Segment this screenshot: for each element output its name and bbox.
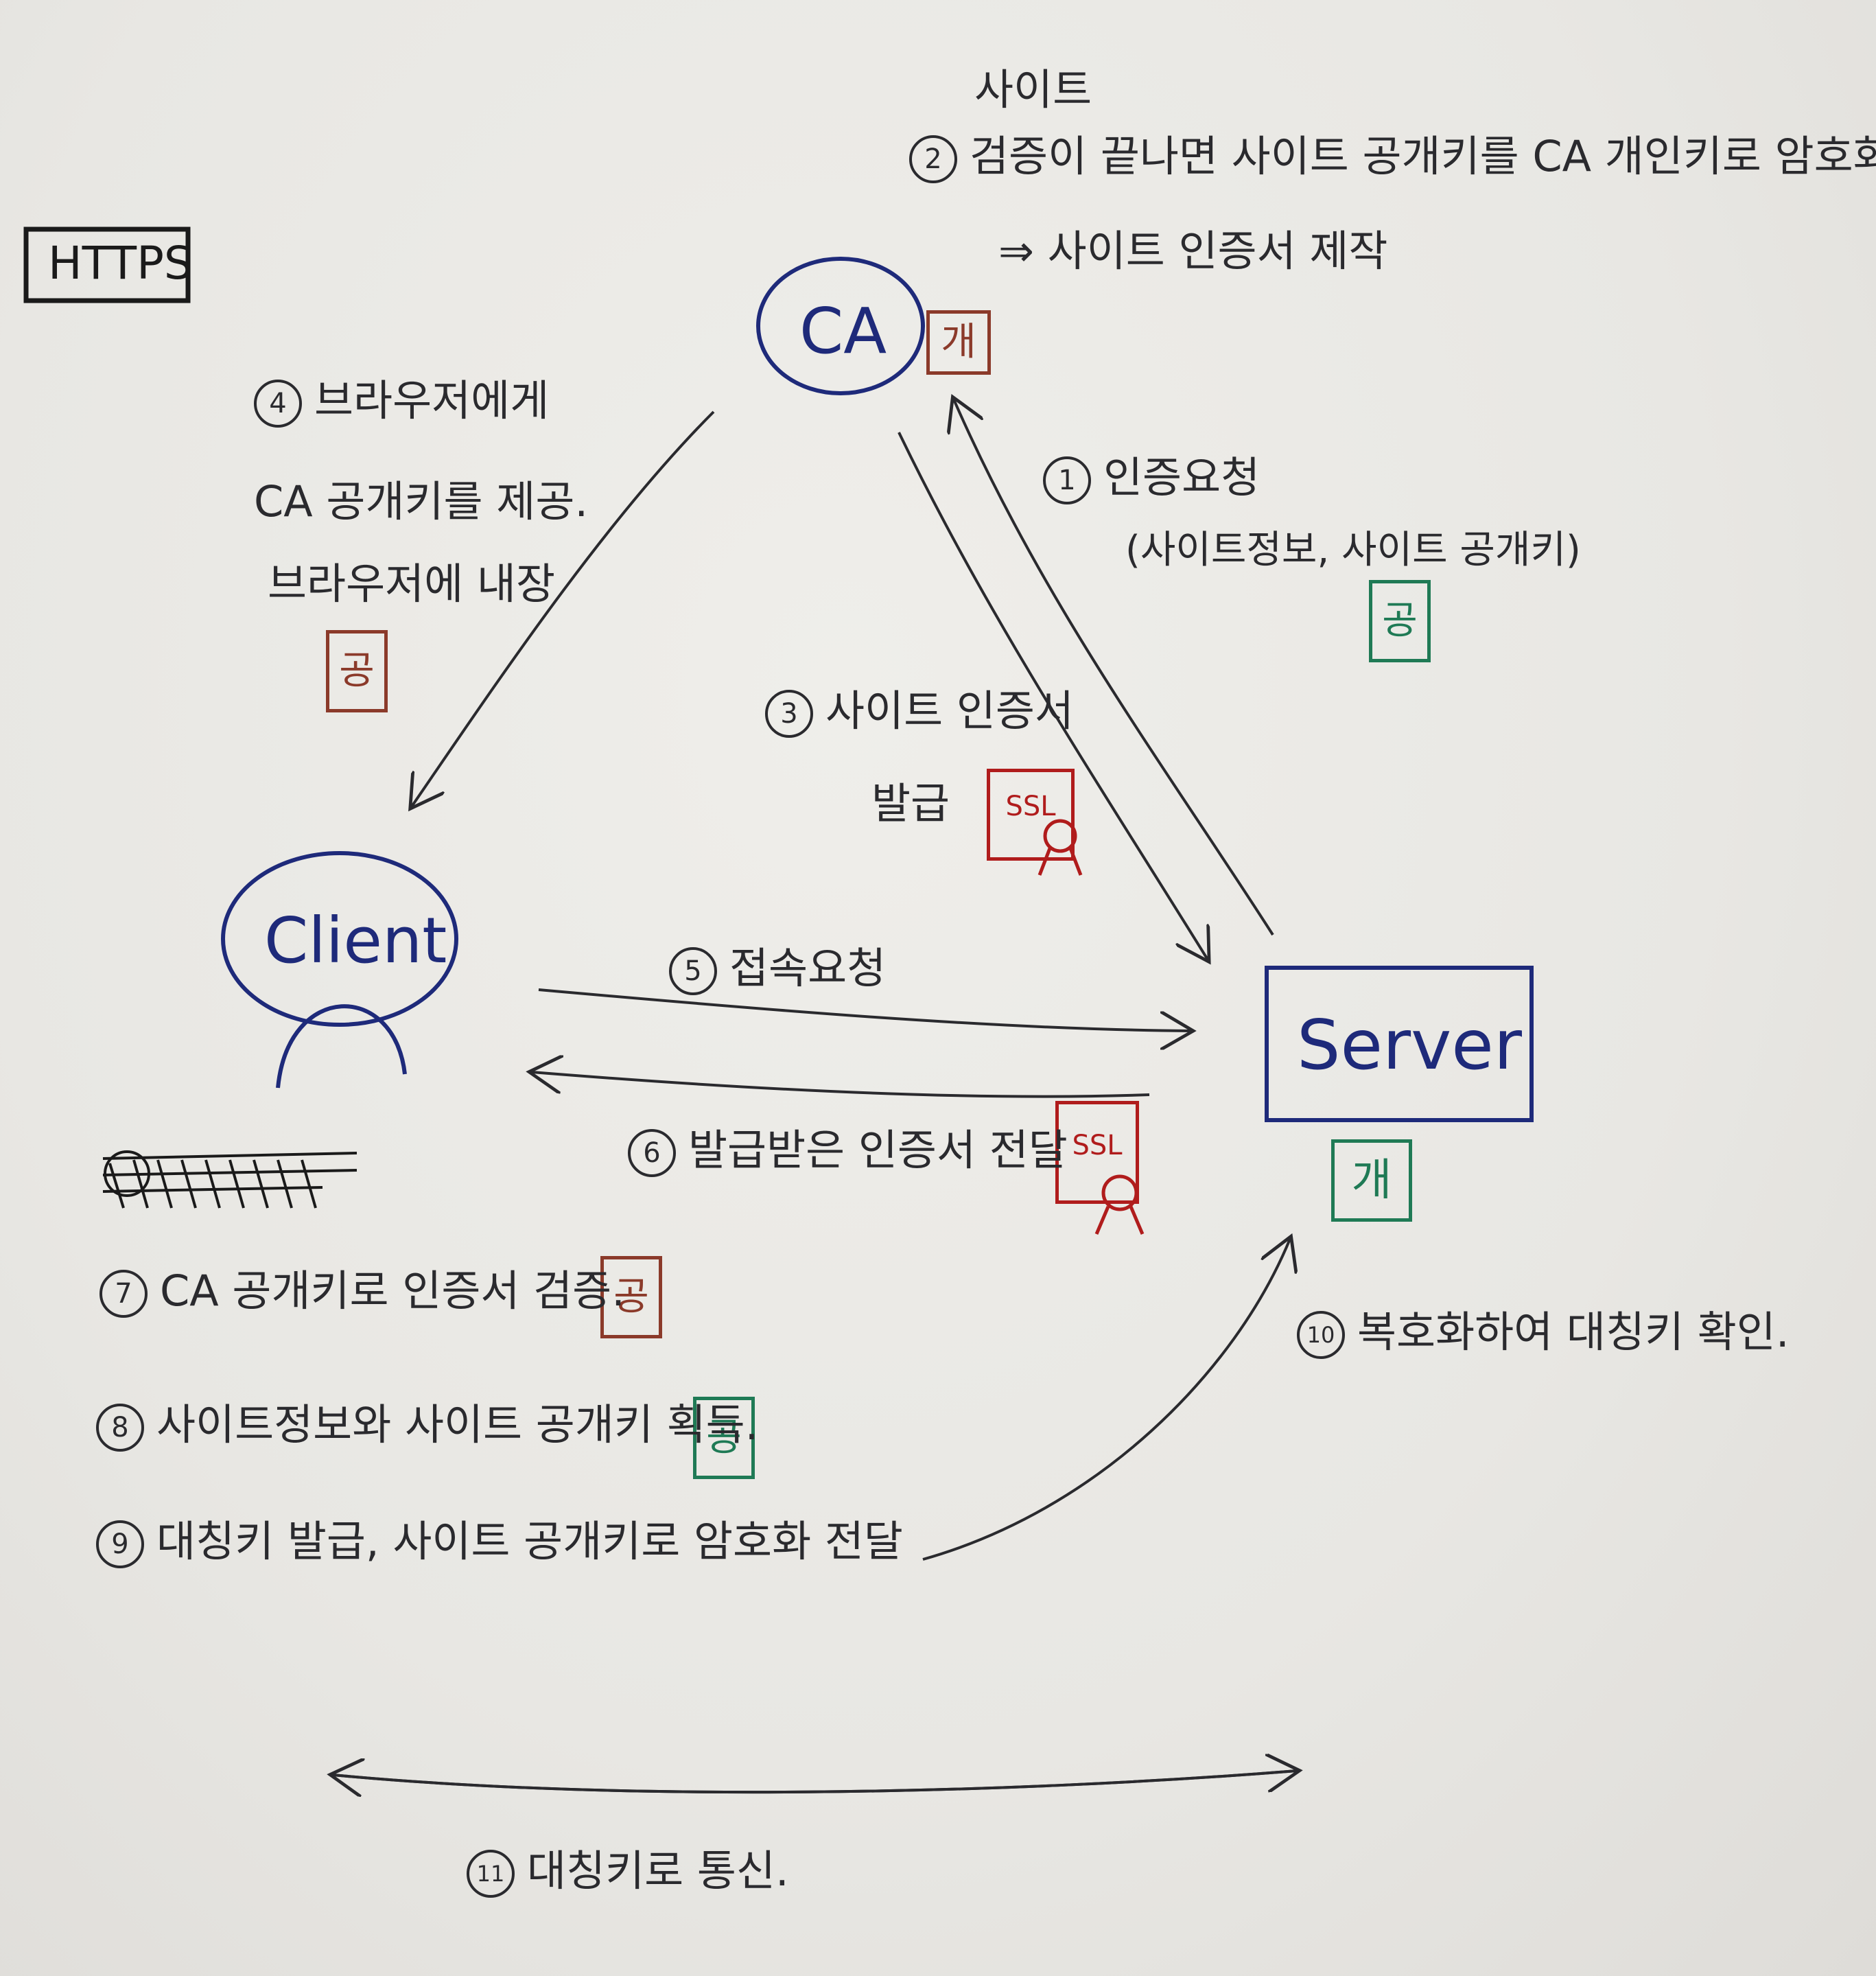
step4-public-key-box: 공: [326, 630, 388, 712]
step4-number: 4: [254, 379, 302, 428]
step6-label: 발급받은 인증서 전달: [688, 1125, 1068, 1175]
step1-number: 1: [1043, 456, 1091, 504]
ca-label: CA: [799, 294, 887, 368]
step2-top-label: 사이트: [974, 65, 1092, 115]
step8-label: 사이트정보와 사이트 공개키 획득.: [156, 1399, 759, 1450]
arrow-ca-to-client: [412, 410, 715, 806]
client-ellipse: [221, 851, 458, 1027]
step10-number: 10: [1297, 1310, 1345, 1359]
step2-line2: ⇒ 사이트 인증서 제작: [998, 226, 1388, 276]
arrow-server-to-client: [532, 1072, 1150, 1098]
step7-number: 7: [99, 1269, 148, 1318]
step4-line3: 브라우저에 내장: [268, 559, 555, 609]
step3-number: 3: [765, 689, 813, 738]
ca-private-key-box: 개: [926, 310, 991, 375]
ssl-certificate-step3: SSL: [987, 769, 1075, 861]
server-private-key-box: 개: [1331, 1139, 1412, 1222]
ssl-certificate-step6: SSL: [1055, 1101, 1139, 1204]
step5-label: 접속요청: [729, 943, 887, 993]
step5-number: 5: [669, 946, 717, 995]
step8-number: 8: [96, 1403, 144, 1452]
arrow-server-to-ca: [954, 399, 1274, 936]
arrow-step9-to-server: [922, 1239, 1290, 1561]
step4-line1: 브라우저에게: [314, 375, 550, 426]
step2-text: 2 검증이 끝나면 사이트 공개키를 CA 개인키로 암호화: [909, 132, 1876, 183]
step1-line1: 인증요청: [1103, 452, 1261, 502]
step7-label: CA 공개키로 인증서 검증.: [160, 1266, 625, 1316]
ca-ellipse: [756, 257, 925, 395]
step11-label: 대칭키로 통신.: [527, 1846, 789, 1896]
server-box: [1265, 966, 1534, 1122]
step6-number: 6: [628, 1128, 676, 1177]
step7-public-key-box: 공: [600, 1256, 662, 1338]
client-person-arc: [276, 1004, 407, 1089]
step2-line1: 검증이 끝나면 사이트 공개키를 CA 개인키로 암호화: [970, 131, 1876, 181]
diagram-title: HTTPS: [48, 237, 193, 290]
step9-number: 9: [96, 1520, 144, 1568]
step1-public-key-box: 공: [1369, 580, 1431, 662]
step10-label: 복호화하여 대칭키 확인.: [1357, 1307, 1790, 1357]
arrow-client-to-server: [538, 988, 1191, 1031]
step11-number: 11: [467, 1849, 515, 1898]
step8-public-key-box: 공: [693, 1397, 755, 1479]
title-box: [23, 226, 191, 303]
step1-line2: (사이트정보, 사이트 공개키): [1125, 528, 1581, 572]
scribble-crossed-out: [102, 1150, 357, 1209]
step2-number: 2: [909, 135, 957, 183]
arrow-ca-to-server: [898, 432, 1208, 960]
client-label: Client: [264, 904, 447, 977]
step3-line2: 발급: [871, 778, 950, 828]
step4-line2: CA 공개키를 제공.: [254, 476, 589, 526]
step9-label: 대칭키 발급, 사이트 공개키로 암호화 전달: [156, 1516, 903, 1566]
server-label: Server: [1297, 1005, 1522, 1085]
step3-line1: 사이트 인증서: [825, 686, 1074, 736]
